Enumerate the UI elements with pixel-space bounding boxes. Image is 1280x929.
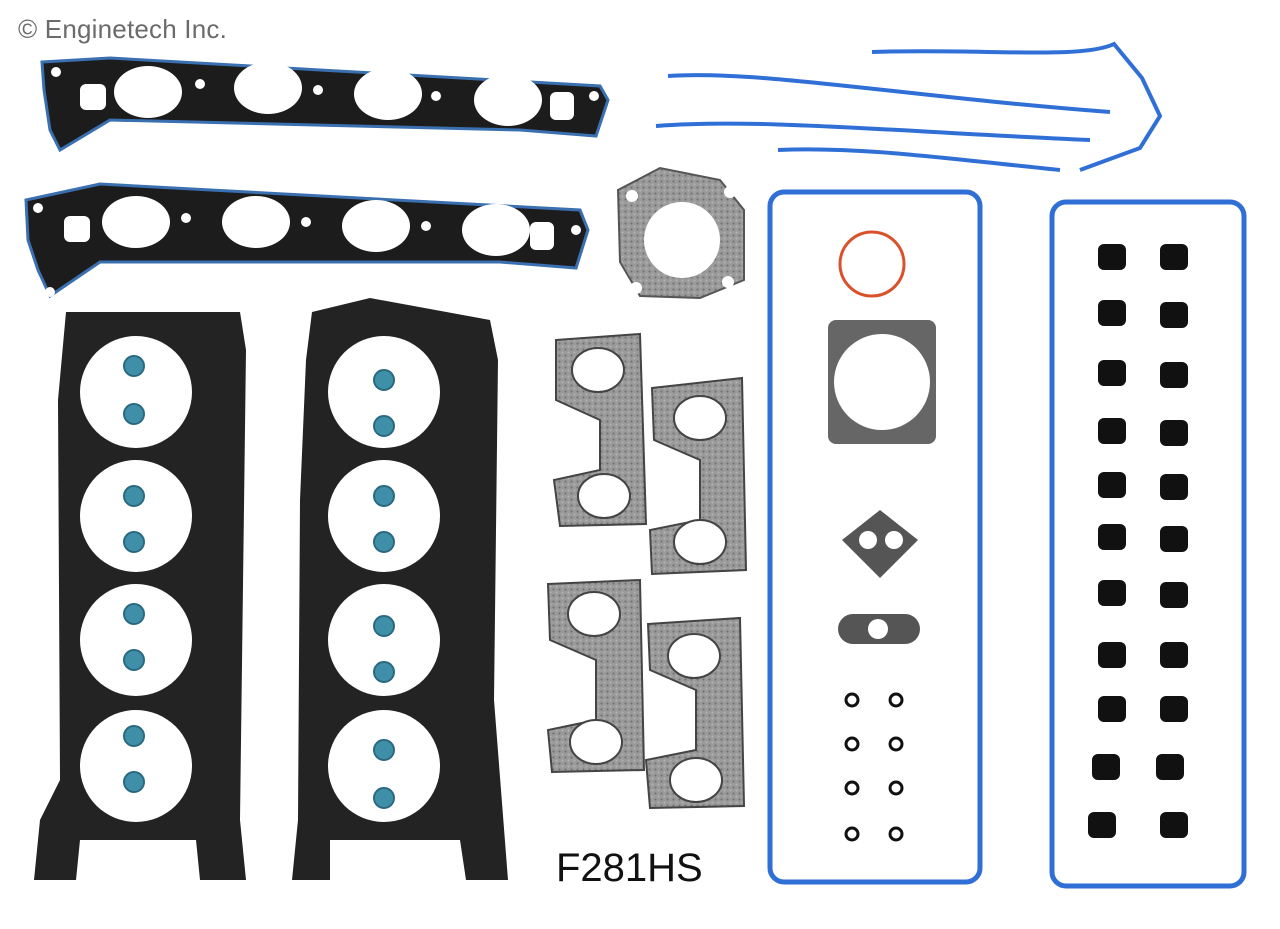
- cylinder-head-gasket-left: [34, 312, 246, 880]
- valve-cover-gasket-left: [767, 189, 983, 885]
- o-ring: [838, 230, 906, 298]
- intake-manifold-gasket-upper: [40, 56, 610, 163]
- valve-cover-gasket-right: [1049, 199, 1247, 889]
- part-number-label: F281HS: [556, 846, 703, 890]
- small-o-rings: [844, 692, 904, 842]
- cylinder-head-gasket-right: [292, 298, 508, 880]
- copyright-watermark: © Enginetech Inc.: [18, 14, 228, 44]
- exhaust-manifold-gaskets: [546, 332, 748, 810]
- intake-manifold-gasket-lower: [24, 182, 590, 299]
- egr-gasket: [616, 166, 745, 300]
- egr-tube-gasket: [838, 614, 920, 644]
- timing-cover-seals: [655, 41, 1163, 172]
- throttle-body-gasket: [828, 320, 936, 444]
- valve-cover-grommets: [1088, 244, 1188, 838]
- iac-gasket: [842, 510, 918, 578]
- valve-stem-seals: [123, 355, 395, 809]
